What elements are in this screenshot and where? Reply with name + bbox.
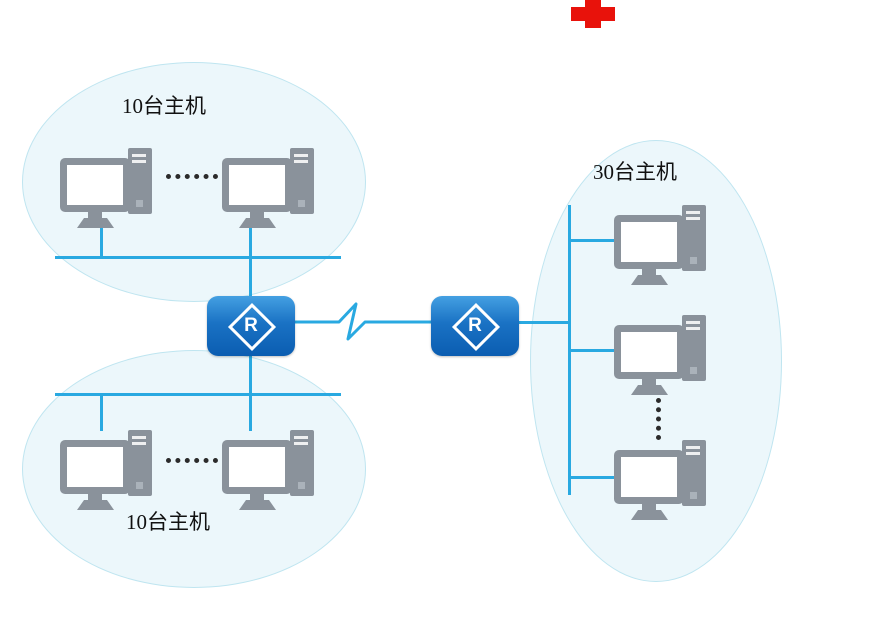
group-label-bottom-left: 10台主机	[126, 510, 210, 534]
serial-link-zigzag	[293, 302, 433, 341]
bus-line-bottom-left	[55, 393, 341, 396]
bus-line-top-left	[55, 256, 341, 259]
host-stub-line	[570, 476, 614, 479]
computer-icon	[60, 148, 164, 228]
bus-line-right	[568, 205, 571, 495]
host-drop-line	[249, 224, 252, 258]
computer-icon	[60, 430, 164, 510]
router-label: R	[244, 315, 258, 336]
group-label-top-left: 10台主机	[122, 94, 206, 118]
more-hosts-dots	[166, 174, 218, 179]
red-cross-marker	[571, 0, 615, 28]
router-label: R	[468, 315, 482, 336]
host-drop-line	[249, 395, 252, 431]
host-drop-line	[100, 224, 103, 258]
host-stub-line	[570, 349, 614, 352]
group-label-right: 30台主机	[593, 160, 677, 184]
computer-icon	[614, 315, 718, 395]
more-hosts-dots	[166, 458, 218, 463]
router-to-bus-line	[249, 356, 252, 394]
router-icon: R	[431, 296, 519, 356]
computer-icon	[222, 148, 326, 228]
router-icon: R	[207, 296, 295, 356]
host-drop-line	[100, 395, 103, 431]
computer-icon	[222, 430, 326, 510]
router-to-bus-line	[519, 321, 570, 324]
more-hosts-dots	[656, 398, 661, 440]
computer-icon	[614, 440, 718, 520]
host-stub-line	[570, 239, 614, 242]
computer-icon	[614, 205, 718, 285]
red-cross-horizontal-bar	[571, 7, 615, 21]
bus-to-router-line	[249, 258, 252, 296]
